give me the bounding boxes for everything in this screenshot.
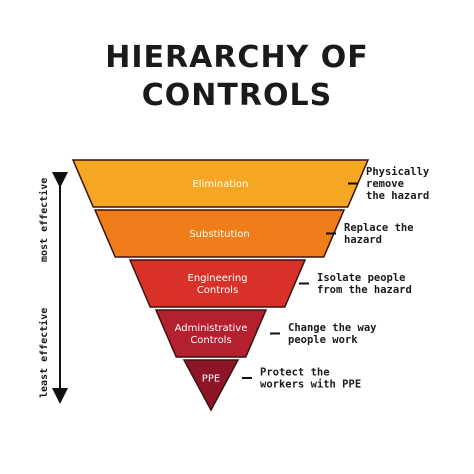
level-label: PPE (202, 374, 220, 385)
level-label: Engineering (188, 273, 248, 284)
page-title-line-2: CONTROLS (141, 78, 333, 113)
level-description: the hazard (366, 190, 429, 202)
pyramid-level-shape (93, 209, 346, 258)
axis-label-least-effective: least effective (38, 308, 50, 398)
level-description: Protect the (260, 367, 330, 379)
level-description: Physically (366, 166, 430, 178)
level-label: Elimination (192, 179, 248, 190)
pyramid-level-shape (128, 259, 307, 308)
pyramid-level-shape (71, 159, 370, 208)
level-description: Replace the (344, 222, 414, 234)
page-title-line-1: HIERARCHY OF (105, 40, 369, 75)
pyramid-level-shape (182, 359, 240, 412)
level-description: from the hazard (317, 284, 412, 296)
level-description: remove (366, 178, 404, 190)
level-description: Change the way (288, 322, 377, 334)
level-description: people work (288, 334, 358, 346)
level-description: workers with PPE (260, 379, 361, 391)
level-description: hazard (344, 234, 382, 246)
axis-label-most-effective: most effective (38, 178, 50, 262)
level-label: Controls (197, 285, 238, 296)
pyramid-level-shape (154, 309, 268, 358)
level-description: Isolate people (317, 272, 406, 284)
level-label: Controls (190, 335, 231, 346)
level-label: Substitution (189, 229, 249, 240)
level-label: Administrative (175, 323, 248, 334)
